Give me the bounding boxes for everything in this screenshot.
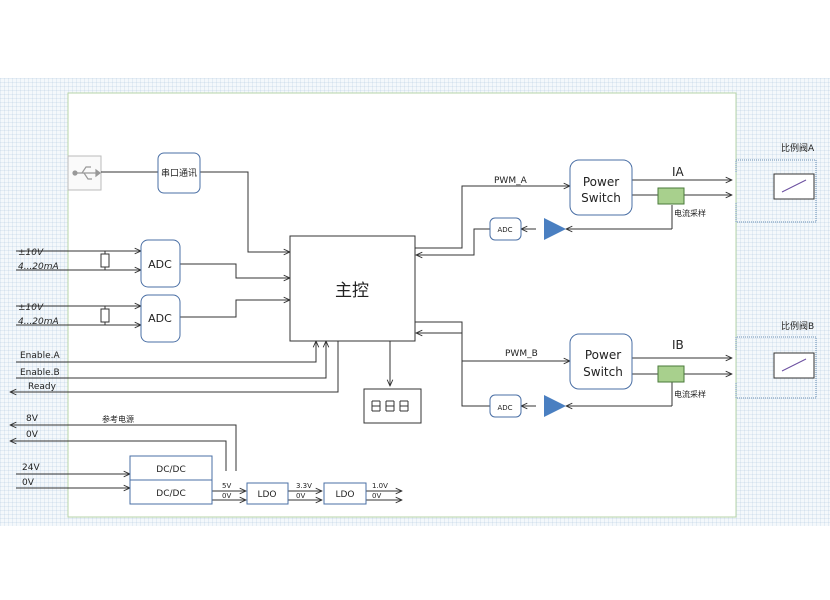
- input-2-current-label: 4...20mA: [18, 317, 59, 327]
- resistor-2: [100, 308, 110, 323]
- reference-power-label: 参考电源: [102, 414, 134, 424]
- power-switch-b: Power Switch: [569, 333, 633, 390]
- ref-0v-label: 0V: [26, 430, 39, 440]
- input-1-voltage-label: ±10V: [18, 248, 44, 258]
- ldo-1-label: LDO: [257, 490, 276, 500]
- power-switch-a-line1: Power: [583, 175, 619, 189]
- main-controller-box: 主控: [289, 235, 416, 342]
- proportional-valve-b-icon: [735, 336, 817, 399]
- usb-icon: [72, 166, 101, 180]
- power-switch-a: Power Switch: [569, 159, 633, 216]
- dcdc-2-label: DC/DC: [156, 489, 185, 499]
- seven-segment-icon: [371, 400, 409, 412]
- dcdc-converter: DC/DC DC/DC: [129, 455, 213, 505]
- power-switch-a-line2: Switch: [581, 191, 621, 205]
- ldo-2: LDO: [323, 482, 367, 505]
- power-switch-b-line2: Switch: [583, 365, 623, 379]
- input-0v-label: 0V: [22, 478, 35, 488]
- proportional-valve-a-icon: [735, 159, 817, 223]
- current-sense-a-label: 电流采样: [674, 208, 706, 218]
- enable-a-label: Enable.A: [20, 351, 61, 361]
- valve-a-label: 比例阀A: [781, 142, 815, 154]
- adc-1-label: ADC: [148, 258, 172, 271]
- rail-3v3-label: 3.3V: [296, 482, 312, 490]
- pwm-b-label: PWM_B: [505, 349, 538, 359]
- adc-b-box: ADC: [489, 394, 522, 418]
- rail-5v-label: 5V: [222, 482, 231, 490]
- adc-box-2: ADC: [140, 294, 181, 343]
- current-sense-a: [657, 187, 685, 205]
- enable-b-label: Enable.B: [20, 368, 60, 378]
- power-switch-b-line1: Power: [585, 348, 621, 362]
- input-24v-label: 24V: [22, 463, 40, 473]
- resistor-1: [100, 253, 110, 268]
- display-module: [363, 388, 422, 424]
- current-sense-b: [657, 365, 685, 383]
- ldo-1: LDO: [246, 482, 289, 505]
- serial-comm-box: 串口通讯: [157, 152, 201, 194]
- serial-comm-label: 串口通讯: [161, 168, 197, 179]
- current-sense-b-label: 电流采样: [674, 389, 706, 399]
- usb-connector: [67, 155, 102, 191]
- adc-b-label: ADC: [497, 404, 512, 412]
- main-controller-label: 主控: [335, 281, 369, 301]
- adc-box-1: ADC: [140, 239, 181, 288]
- wires: [10, 171, 732, 500]
- adc-a-box: ADC: [489, 217, 522, 241]
- ref-8v-label: 8V: [26, 414, 39, 424]
- adc-a-label: ADC: [497, 226, 512, 234]
- ready-label: Ready: [28, 382, 57, 392]
- current-ib-label: IB: [672, 338, 684, 352]
- amplifier-b-icon: [544, 395, 566, 417]
- rail-0v-b-label: 0V: [296, 492, 305, 500]
- input-1-current-label: 4...20mA: [18, 262, 59, 272]
- adc-2-label: ADC: [148, 312, 172, 325]
- valve-b-label: 比例阀B: [781, 320, 814, 332]
- ldo-2-label: LDO: [335, 490, 354, 500]
- rail-0v-c-label: 0V: [372, 492, 381, 500]
- rail-1v0-label: 1.0V: [372, 482, 388, 490]
- pwm-a-label: PWM_A: [494, 176, 528, 186]
- input-2-voltage-label: ±10V: [18, 303, 44, 313]
- amplifier-a-icon: [544, 218, 566, 240]
- dcdc-1-label: DC/DC: [156, 465, 185, 475]
- rail-0v-a-label: 0V: [222, 492, 231, 500]
- current-ia-label: IA: [672, 165, 685, 179]
